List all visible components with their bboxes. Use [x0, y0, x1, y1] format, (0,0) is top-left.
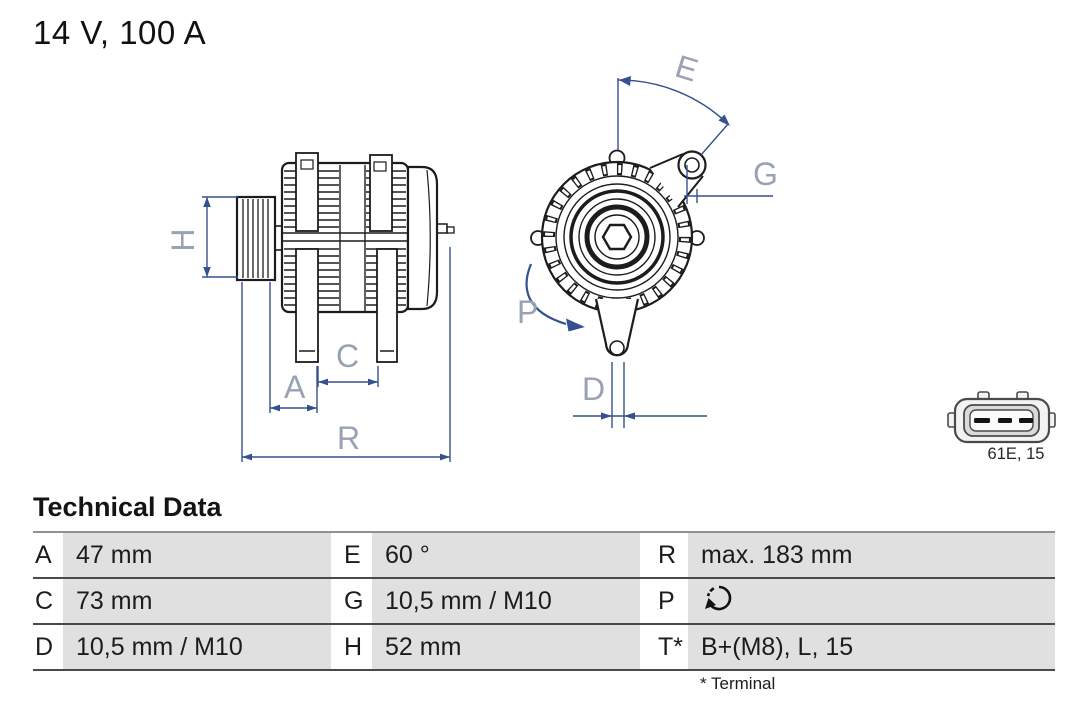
- dim-key-g: G: [344, 587, 364, 615]
- shaft-nut: [601, 223, 633, 251]
- table-row: C 73 mm G 10,5 mm / M10 P: [33, 579, 1055, 625]
- terminal-footnote: * Terminal: [700, 674, 776, 693]
- mounting-foot: [376, 248, 398, 363]
- dimension-label-d: D: [582, 371, 605, 407]
- dim-key-h: H: [344, 633, 363, 661]
- connector-diagram: 61E, 15: [947, 391, 1056, 463]
- dim-value-p: [688, 579, 1055, 623]
- dim-key-e: E: [344, 541, 361, 569]
- dim-key-a: A: [35, 541, 52, 569]
- connector-pin: [998, 418, 1012, 423]
- dim-key-c: C: [35, 587, 54, 615]
- dimension-label-c: C: [336, 338, 359, 374]
- rotation-ccw-icon: [705, 585, 732, 611]
- connector-label: 61E, 15: [988, 445, 1045, 463]
- dim-key-d: D: [35, 633, 54, 661]
- dimension-label-e: E: [671, 48, 702, 89]
- dimension-arrows: [566, 76, 730, 420]
- dimension-label-p: P: [517, 294, 538, 330]
- dimension-label-a: A: [284, 369, 306, 405]
- technical-data-heading: Technical Data: [33, 492, 222, 522]
- mounting-ear: [677, 150, 707, 180]
- dim-value-t: B+(M8), L, 15: [688, 625, 1055, 669]
- rotation-direction-arrow: [525, 263, 567, 326]
- connector-pin: [1019, 418, 1033, 423]
- front-view-dimensions: [525, 78, 773, 428]
- product-title: 14 V, 100 A: [33, 14, 207, 51]
- dim-key-r: R: [658, 541, 677, 569]
- alternator-technical-drawing: H A C R: [165, 48, 1056, 463]
- connector-pin: [974, 418, 990, 423]
- dimension-label-h: H: [165, 228, 201, 251]
- dim-value-r: max. 183 mm: [688, 533, 1055, 577]
- dimension-label-r: R: [337, 420, 360, 456]
- side-view-dimensions: [202, 196, 451, 462]
- technical-data-table: A 47 mm E 60 ° R max. 183 mm C 73 mm G 1…: [33, 531, 1055, 671]
- dim-value-d: 10,5 mm / M10: [63, 625, 331, 669]
- dim-key-p: P: [658, 587, 675, 615]
- table-row: A 47 mm E 60 ° R max. 183 mm: [33, 533, 1055, 579]
- front-view-drawing: [530, 149, 707, 357]
- dimension-arrows: [203, 197, 450, 461]
- mounting-foot: [295, 248, 319, 363]
- dim-value-a: 47 mm: [63, 533, 331, 577]
- side-view-drawing: [235, 152, 455, 363]
- dimension-label-g: G: [753, 156, 778, 192]
- dim-value-h: 52 mm: [372, 625, 640, 669]
- dim-key-t: T*: [658, 633, 683, 661]
- dim-value-c: 73 mm: [63, 579, 331, 623]
- table-row: D 10,5 mm / M10 H 52 mm T* B+(M8), L, 15: [33, 625, 1055, 671]
- dim-value-e: 60 °: [372, 533, 640, 577]
- dim-value-g: 10,5 mm / M10: [372, 579, 640, 623]
- rear-cover: [406, 165, 439, 311]
